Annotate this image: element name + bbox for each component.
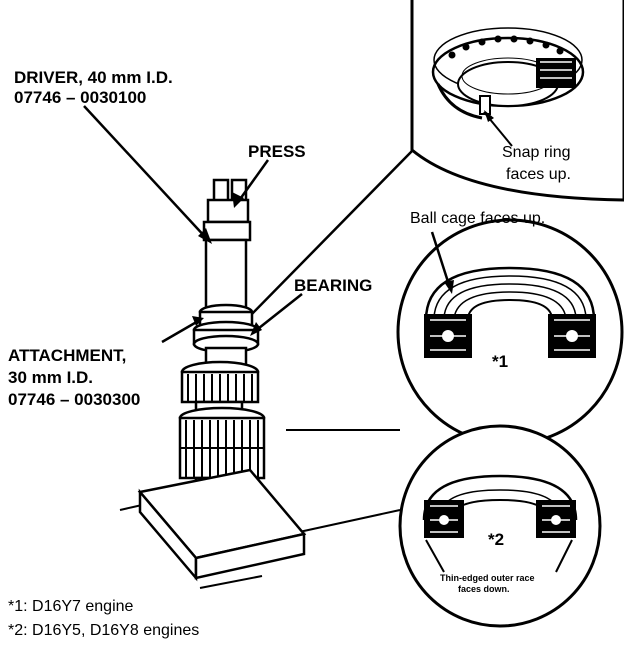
- outer-race-label-line1: Thin-edged outer race: [440, 573, 535, 583]
- attachment-part-number: 07746 – 0030300: [8, 390, 141, 409]
- bearing-detail-2: [398, 424, 602, 628]
- press-assembly: [178, 178, 266, 520]
- bearing-detail-1: [396, 218, 624, 446]
- footnote-2: *2: D16Y5, D16Y8 engines: [8, 622, 200, 639]
- support-block: [119, 429, 401, 589]
- attachment-label-line1: ATTACHMENT,: [8, 346, 127, 365]
- detail-marker-2: *2: [488, 530, 505, 549]
- detail-marker-1: *1: [492, 352, 509, 371]
- driver-label-line1: DRIVER, 40 mm I.D.: [14, 68, 173, 87]
- bearing-label: BEARING: [294, 276, 373, 295]
- inset-connector-line: [247, 149, 414, 319]
- press-label: PRESS: [248, 142, 306, 161]
- driver-part-number: 07746 – 0030100: [14, 88, 147, 107]
- leader-lines: [83, 105, 303, 344]
- snap-ring-label-line1: Snap ring: [502, 144, 571, 161]
- attachment-label-line2: 30 mm I.D.: [8, 368, 94, 387]
- snap-ring-label-line2: faces up.: [506, 166, 571, 183]
- snap-ring-inset: [410, 0, 624, 202]
- footnote-1: *1: D16Y7 engine: [8, 598, 134, 615]
- ball-cage-label: Ball cage faces up.: [410, 210, 546, 227]
- outer-race-label-line2: faces down.: [458, 584, 510, 594]
